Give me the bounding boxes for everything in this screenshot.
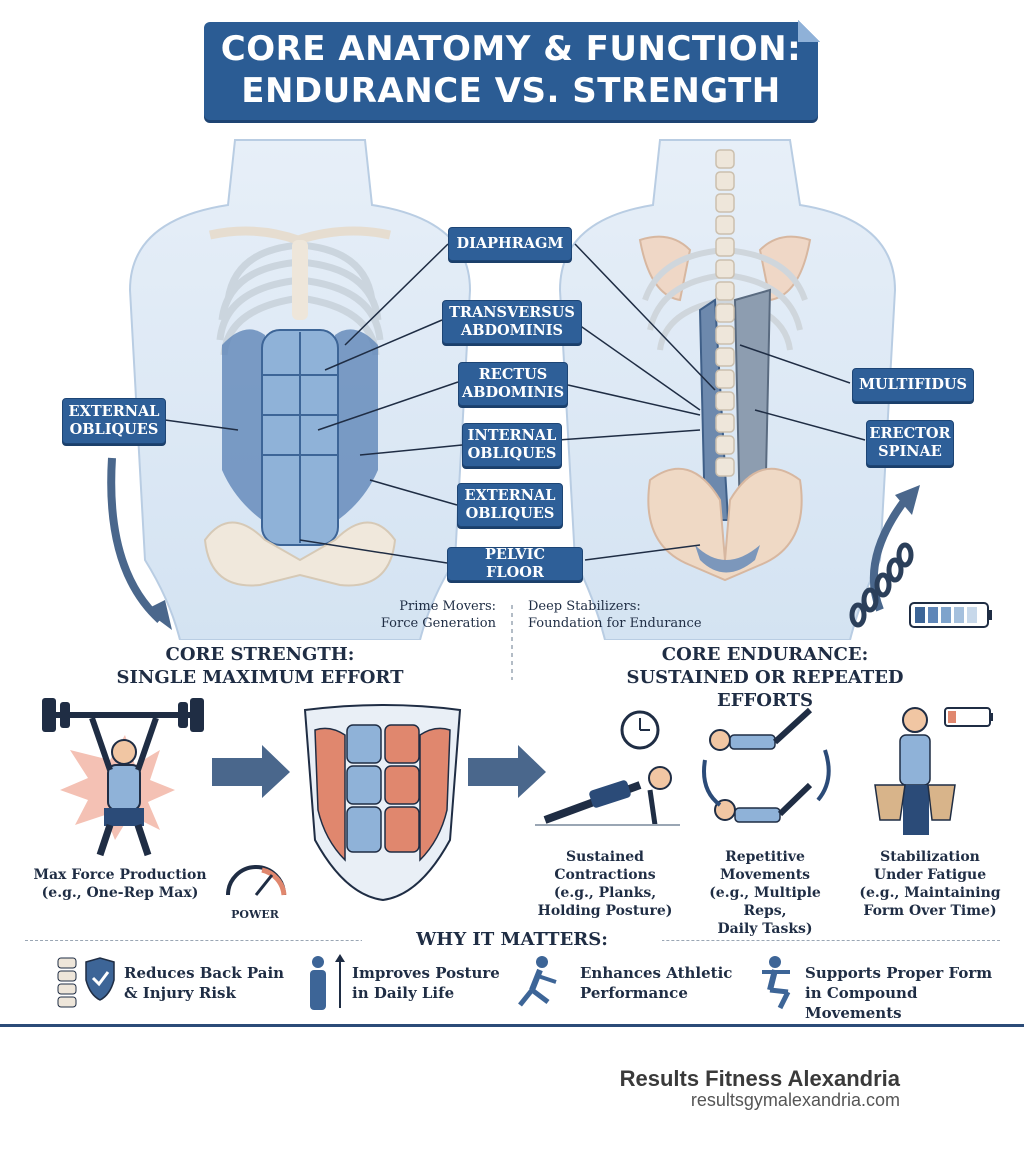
endurance-item-3-l1: Stabilization [880,849,980,865]
caption-deep-stabilizers-line2: Foundation for Endurance [528,616,702,631]
leader-lines [164,243,866,564]
arrow-right-2 [468,745,546,798]
back-torso [558,139,897,640]
footer-url: resultsgymalexandria.com [690,1090,900,1110]
label-external-obliques-center: EXTERNAL OBLIQUES [457,483,563,527]
endurance-item-3-l2: Under Fatigue [873,867,987,883]
curved-arrow-left [107,457,163,623]
decor-arrows [107,457,992,680]
why-item-3: Enhances Athletic Performance [580,963,750,1003]
battery-icon [909,602,992,628]
label-rectus-abdominis: RECTUS ABDOMINIS [458,362,568,406]
endurance-item-1-l1: Sustained [566,849,644,865]
why-item-2-l2: in Daily Life [352,984,455,1002]
endurance-item-3: Stabilization Under Fatigue (e.g., Maint… [850,848,1010,920]
why-item-1-l2: & Injury Risk [124,984,236,1002]
repetitive-movement-icon [702,707,831,823]
chain-icon [849,542,914,628]
why-item-1: Reduces Back Pain & Injury Risk [124,963,294,1003]
endurance-item-2-l2: Movements [719,867,811,883]
why-item-1-l1: Reduces Back Pain [124,964,285,982]
why-heading: WHY IT MATTERS: [362,928,662,951]
posture-icon [310,954,345,1010]
caption-prime-movers-line1: Prime Movers: [399,599,496,614]
label-external-obliques-left: EXTERNAL OBLIQUES [62,398,166,444]
exercise-illustrations [42,698,993,902]
why-item-3-l1: Enhances Athletic [580,964,733,982]
power-gauge-icon [226,865,287,896]
strength-item: Max Force Production (e.g., One-Rep Max) [30,866,210,902]
footer-divider [0,1024,1024,1027]
why-item-2: Improves Posture in Daily Life [352,963,512,1003]
strength-title-line1: CORE STRENGTH: [165,644,355,665]
label-pelvic-floor: PELVIC FLOOR [447,546,583,581]
squat-icon [762,956,791,1010]
why-icons [57,954,791,1010]
endurance-item-2-l3: (e.g., Multiple Reps, [709,885,821,919]
why-item-4: Supports Proper Form in Compound Movemen… [805,963,1015,1023]
label-transversus-abdominis: TRANSVERSUS ABDOMINIS [442,300,582,344]
power-label: POWER [231,908,279,921]
front-rectus [261,329,339,546]
banner-fold [798,20,820,42]
strength-item-line1: Max Force Production [33,867,207,883]
label-internal-obliques: INTERNAL OBLIQUES [462,423,562,467]
endurance-item-2-l1: Repetitive [725,849,805,865]
caption-prime-movers: Prime Movers: Force Generation [368,598,496,632]
why-item-2-l1: Improves Posture [352,964,500,982]
label-diaphragm: DIAPHRAGM [448,227,572,261]
arrow-right-1 [212,745,290,798]
endurance-item-1-l3: (e.g., Planks, [553,885,657,901]
why-item-3-l2: Performance [580,984,688,1002]
endurance-item-1-l4: Holding Posture) [537,903,673,919]
endurance-title-line2: SUSTAINED OR REPEATED EFFORTS [626,667,904,711]
why-item-4-l1: Supports Proper Form [805,964,993,982]
title-line-2: ENDURANCE VS. STRENGTH [241,71,781,111]
abdominal-muscles-icon [303,704,462,902]
caption-prime-movers-line2: Force Generation [380,616,496,631]
label-multifidus: MULTIFIDUS [852,368,974,402]
endurance-item-2: Repetitive Movements (e.g., Multiple Rep… [690,848,840,938]
endurance-item-2-l4: Daily Tasks) [717,921,813,937]
caption-deep-stabilizers-line1: Deep Stabilizers: [528,599,641,614]
title-banner: CORE ANATOMY & FUNCTION: ENDURANCE VS. S… [204,20,820,120]
footer-brand: Results Fitness Alexandria [619,1066,900,1091]
endurance-title-line1: CORE ENDURANCE: [661,644,869,665]
why-item-4-l2: in Compound Movements [805,984,918,1022]
title-line-1: CORE ANATOMY & FUNCTION: [220,29,802,69]
strength-item-line2: (e.g., One-Rep Max) [41,885,199,901]
caption-deep-stabilizers: Deep Stabilizers: Foundation for Enduran… [528,598,728,632]
endurance-item-1: Sustained Contractions (e.g., Planks, Ho… [530,848,680,920]
carrying-bags-icon [874,707,993,835]
endurance-item-1-l2: Contractions [554,867,656,883]
spine-shield-icon [57,957,115,1008]
runner-icon [518,956,557,1007]
endurance-item-3-l3: (e.g., Maintaining [859,885,1001,901]
weightlifter-icon [42,698,204,857]
endurance-title: CORE ENDURANCE: SUSTAINED OR REPEATED EF… [580,643,950,712]
strength-title: CORE STRENGTH: SINGLE MAXIMUM EFFORT [100,643,420,689]
endurance-item-3-l4: Form Over Time) [863,903,997,919]
plank-icon [535,710,680,826]
strength-title-line2: SINGLE MAXIMUM EFFORT [116,667,404,688]
label-erector-spinae: ERECTOR SPINAE [866,420,954,466]
